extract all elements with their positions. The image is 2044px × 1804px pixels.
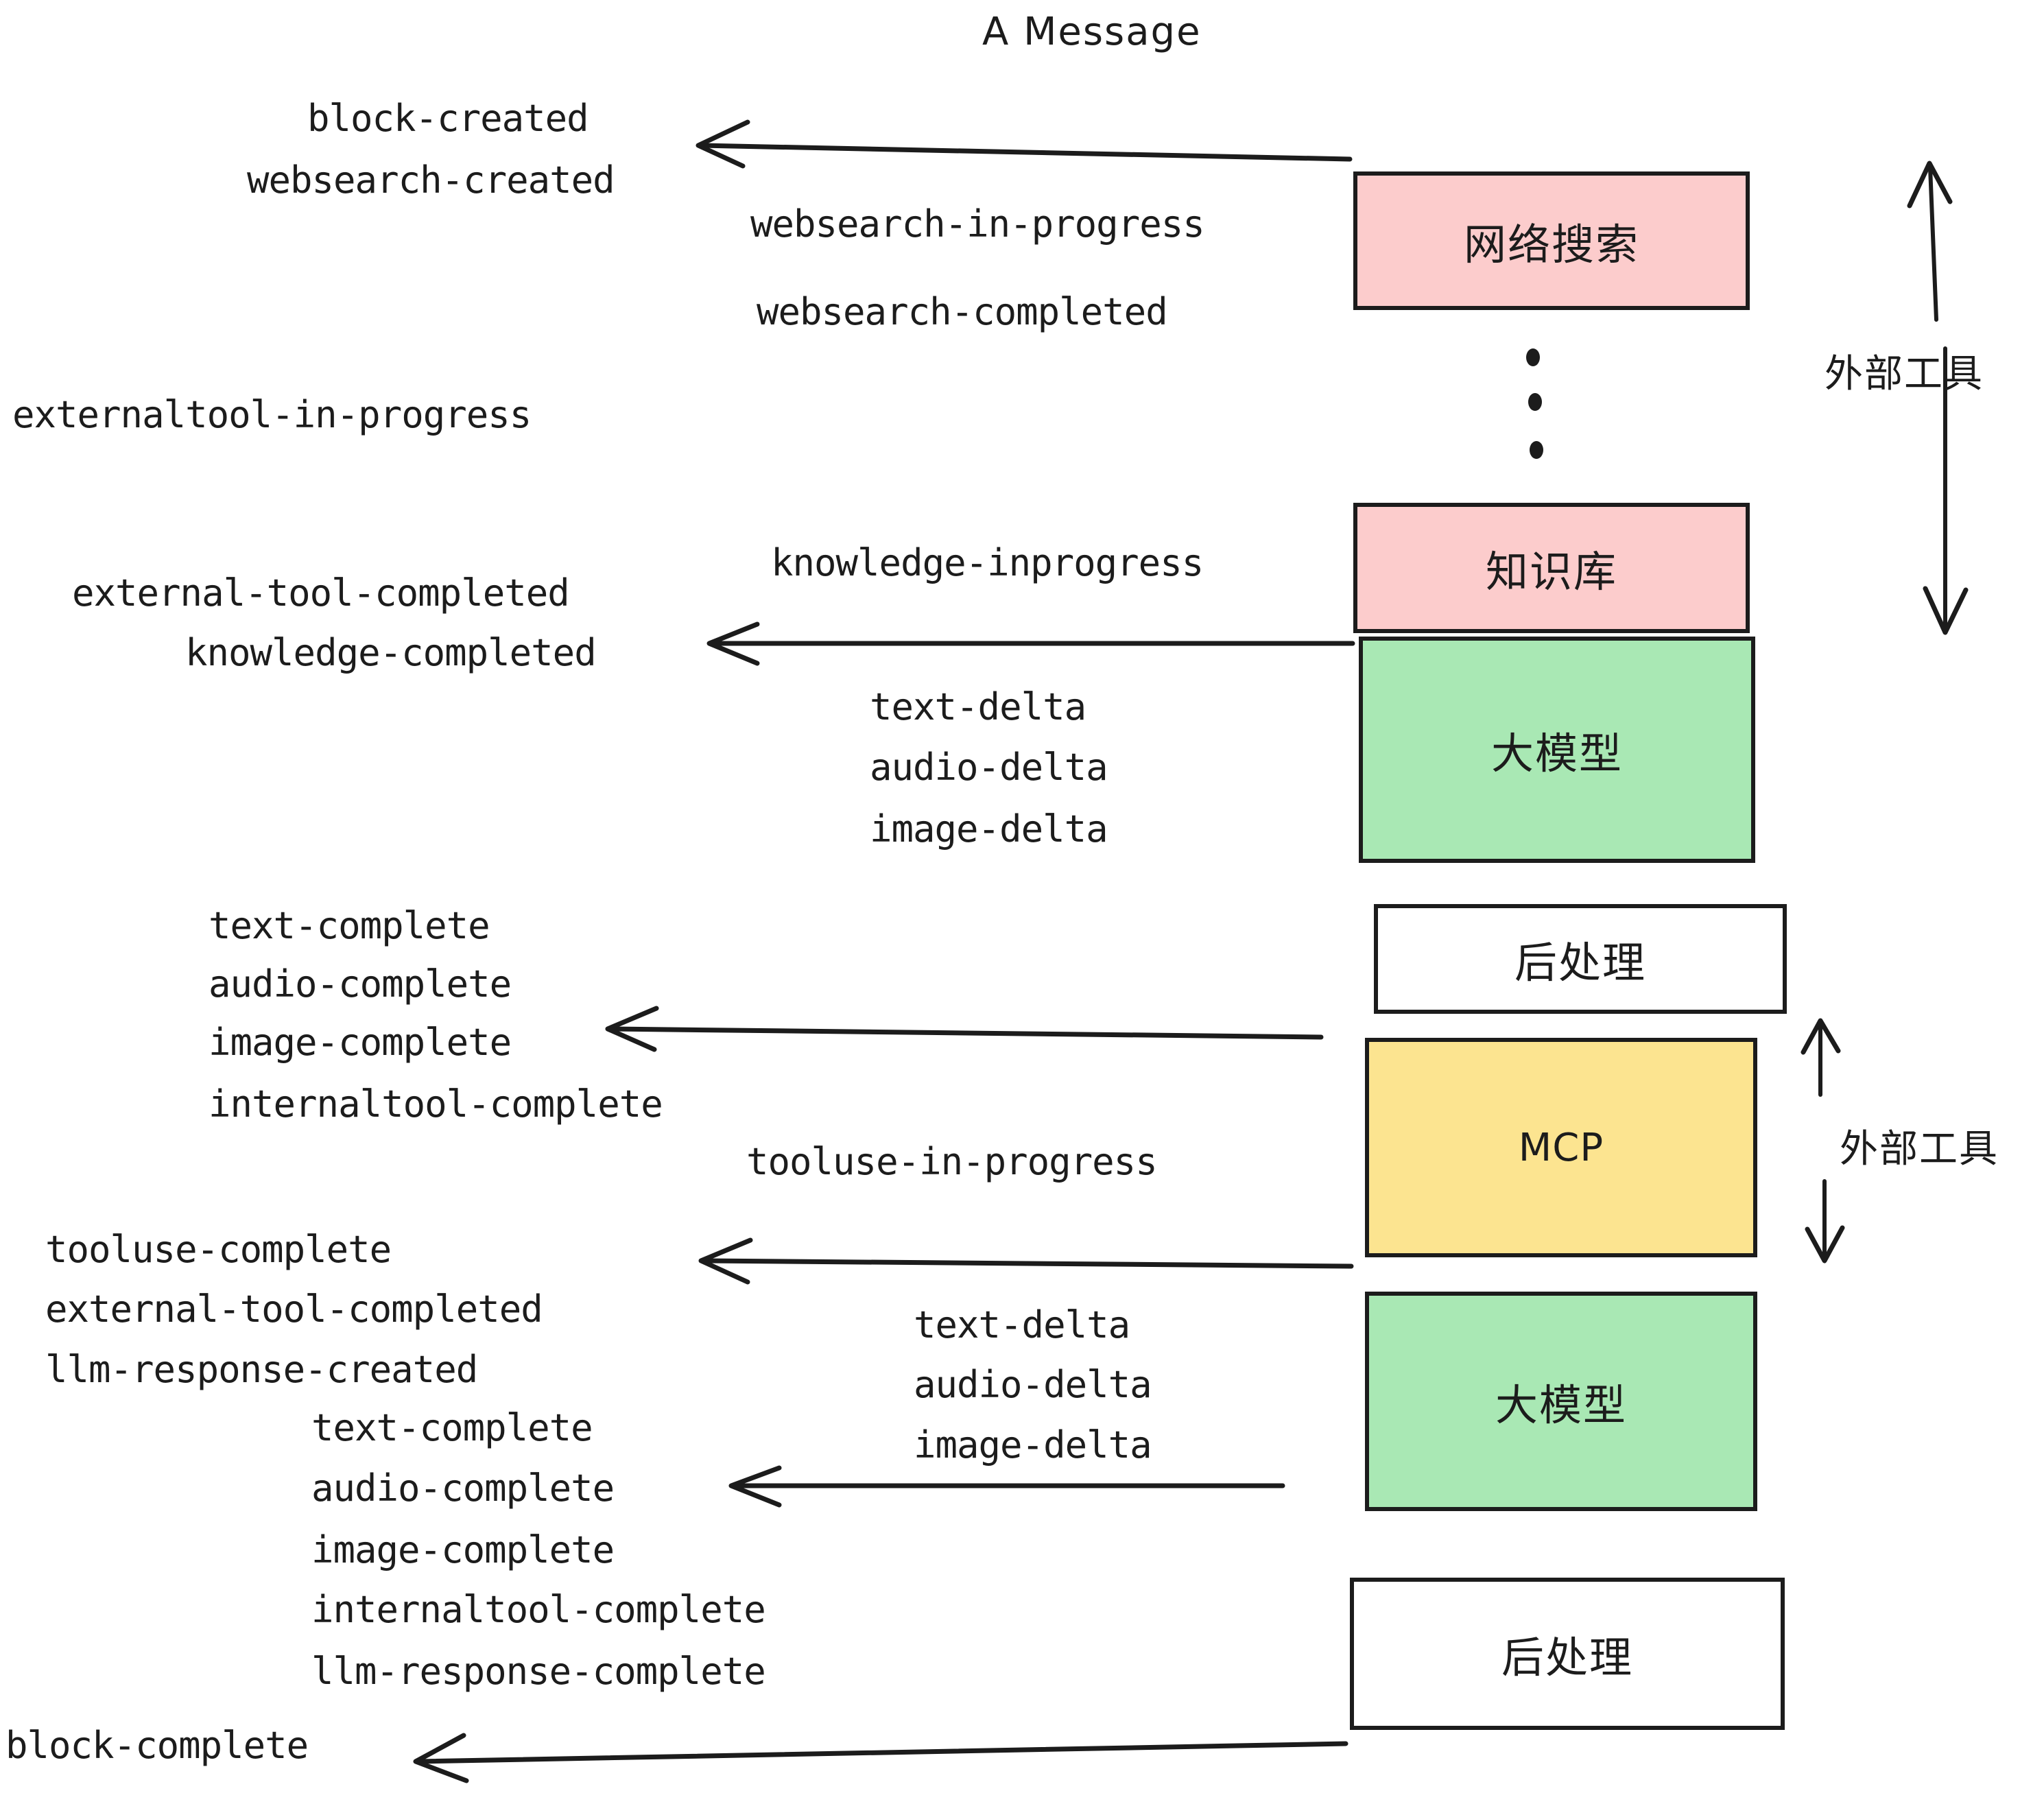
box-mcp[interactable]: MCP [1365,1038,1757,1257]
arrow-llm-to-audio-complete [728,1465,1285,1508]
event-knowledge-inprogress: knowledge-inprogress [771,541,1204,584]
event-tooluse-in-progress: tooluse-in-progress [746,1140,1158,1183]
box-websearch-label: 网络搜索 [1463,219,1639,270]
bracket-external-tools-bottom-down [1805,1179,1845,1263]
event-websearch-created: websearch-created [247,158,615,202]
event-audio-delta-1: audio-delta [870,746,1108,789]
event-audio-complete-2: audio-complete [311,1467,615,1510]
arrow-mcp-to-tooluse-complete [698,1237,1354,1285]
event-text-complete-2: text-complete [311,1406,593,1449]
side-label-external-tools-bottom: 外部工具 [1840,1127,1999,1172]
event-audio-complete-1: audio-complete [209,962,512,1006]
arrow-websearch-to-created [696,119,1353,169]
box-knowledge[interactable]: 知识库 [1353,503,1750,633]
event-image-complete-2: image-complete [311,1528,615,1571]
event-audio-delta-2: audio-delta [914,1363,1152,1406]
ellipsis-dot-2 [1528,393,1542,411]
bracket-external-tools-bottom-up [1801,1018,1841,1097]
event-block-complete: block-complete [5,1724,309,1767]
event-text-complete-1: text-complete [209,904,490,947]
arrow-postprocess-to-block-complete [413,1733,1348,1783]
event-knowledge-completed: knowledge-completed [185,631,597,674]
event-internaltool-complete-2: internaltool-complete [311,1588,766,1631]
event-external-tool-completed-1: external-tool-completed [72,571,570,615]
event-llm-response-complete: llm-response-complete [311,1650,766,1693]
box-llm-top-label: 大模型 [1490,728,1623,779]
box-postprocess-top-label: 后处理 [1514,938,1646,988]
side-label-external-tools-top: 外部工具 [1825,352,1984,396]
event-tooluse-complete: tooluse-complete [45,1228,392,1271]
event-websearch-completed: websearch-completed [757,290,1168,333]
event-internaltool-complete-1: internaltool-complete [209,1082,663,1126]
box-llm-bottom-label: 大模型 [1495,1380,1627,1430]
box-llm-top[interactable]: 大模型 [1359,637,1755,863]
event-externaltool-in-progress: externaltool-in-progress [12,393,532,436]
arrow-knowledge-to-completed [706,621,1355,666]
box-postprocess-bottom[interactable]: 后处理 [1350,1578,1785,1730]
event-llm-response-created: llm-response-created [45,1348,478,1391]
box-postprocess-bottom-label: 后处理 [1501,1633,1633,1683]
page-title: A Message [982,10,1202,54]
event-websearch-in-progress: websearch-in-progress [750,202,1205,246]
bracket-external-tools-top-up [1907,161,1953,322]
box-postprocess-top[interactable]: 后处理 [1374,904,1787,1014]
event-external-tool-completed-2: external-tool-completed [45,1287,543,1331]
event-text-delta-1: text-delta [870,685,1086,728]
arrow-postprocess-to-image-complete [605,1006,1324,1052]
box-mcp-label: MCP [1518,1125,1604,1170]
event-image-complete-1: image-complete [209,1021,512,1064]
box-knowledge-label: 知识库 [1485,547,1617,597]
ellipsis-dot-1 [1526,348,1540,366]
event-block-created: block-created [307,97,589,140]
box-websearch[interactable]: 网络搜索 [1353,171,1750,310]
event-image-delta-1: image-delta [870,807,1108,851]
event-text-delta-2: text-delta [914,1303,1130,1346]
ellipsis-dot-3 [1530,441,1543,459]
box-llm-bottom[interactable]: 大模型 [1365,1292,1757,1511]
event-image-delta-2: image-delta [914,1423,1152,1467]
